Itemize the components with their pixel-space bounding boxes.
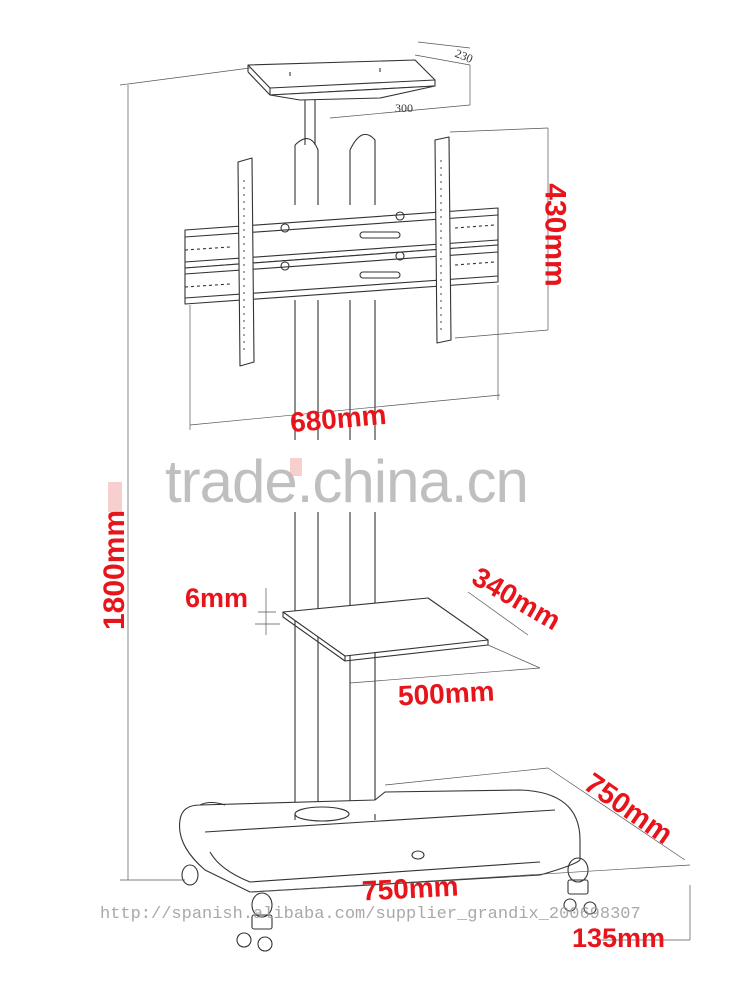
dim-shelf-width: 500mm bbox=[397, 675, 496, 712]
dim-total-height: 1800mm bbox=[98, 509, 132, 631]
middle-shelf bbox=[282, 597, 489, 662]
watermark-accent-mark bbox=[290, 458, 302, 476]
dim-top-plate-width: 300 bbox=[395, 101, 413, 115]
column-posts-lower bbox=[294, 512, 376, 820]
column-posts-upper bbox=[294, 133, 376, 440]
vertical-tv-arms bbox=[237, 136, 452, 367]
watermark-url: http://spanish.alibaba.com/supplier_gran… bbox=[100, 905, 641, 924]
casters bbox=[181, 850, 597, 952]
watermark-brand: trade.china.cn bbox=[165, 448, 529, 515]
dim-base-width: 750mm bbox=[361, 870, 460, 907]
dimension-lines bbox=[119, 41, 691, 941]
top-equipment-plate bbox=[247, 59, 436, 145]
watermark-accent-mark-left bbox=[108, 482, 122, 512]
dim-shelf-thickness: 6mm bbox=[185, 583, 249, 613]
dim-bracket-height: 430mm bbox=[538, 183, 572, 287]
dim-caster-height: 135mm bbox=[572, 923, 666, 953]
base-frame bbox=[178, 789, 581, 893]
